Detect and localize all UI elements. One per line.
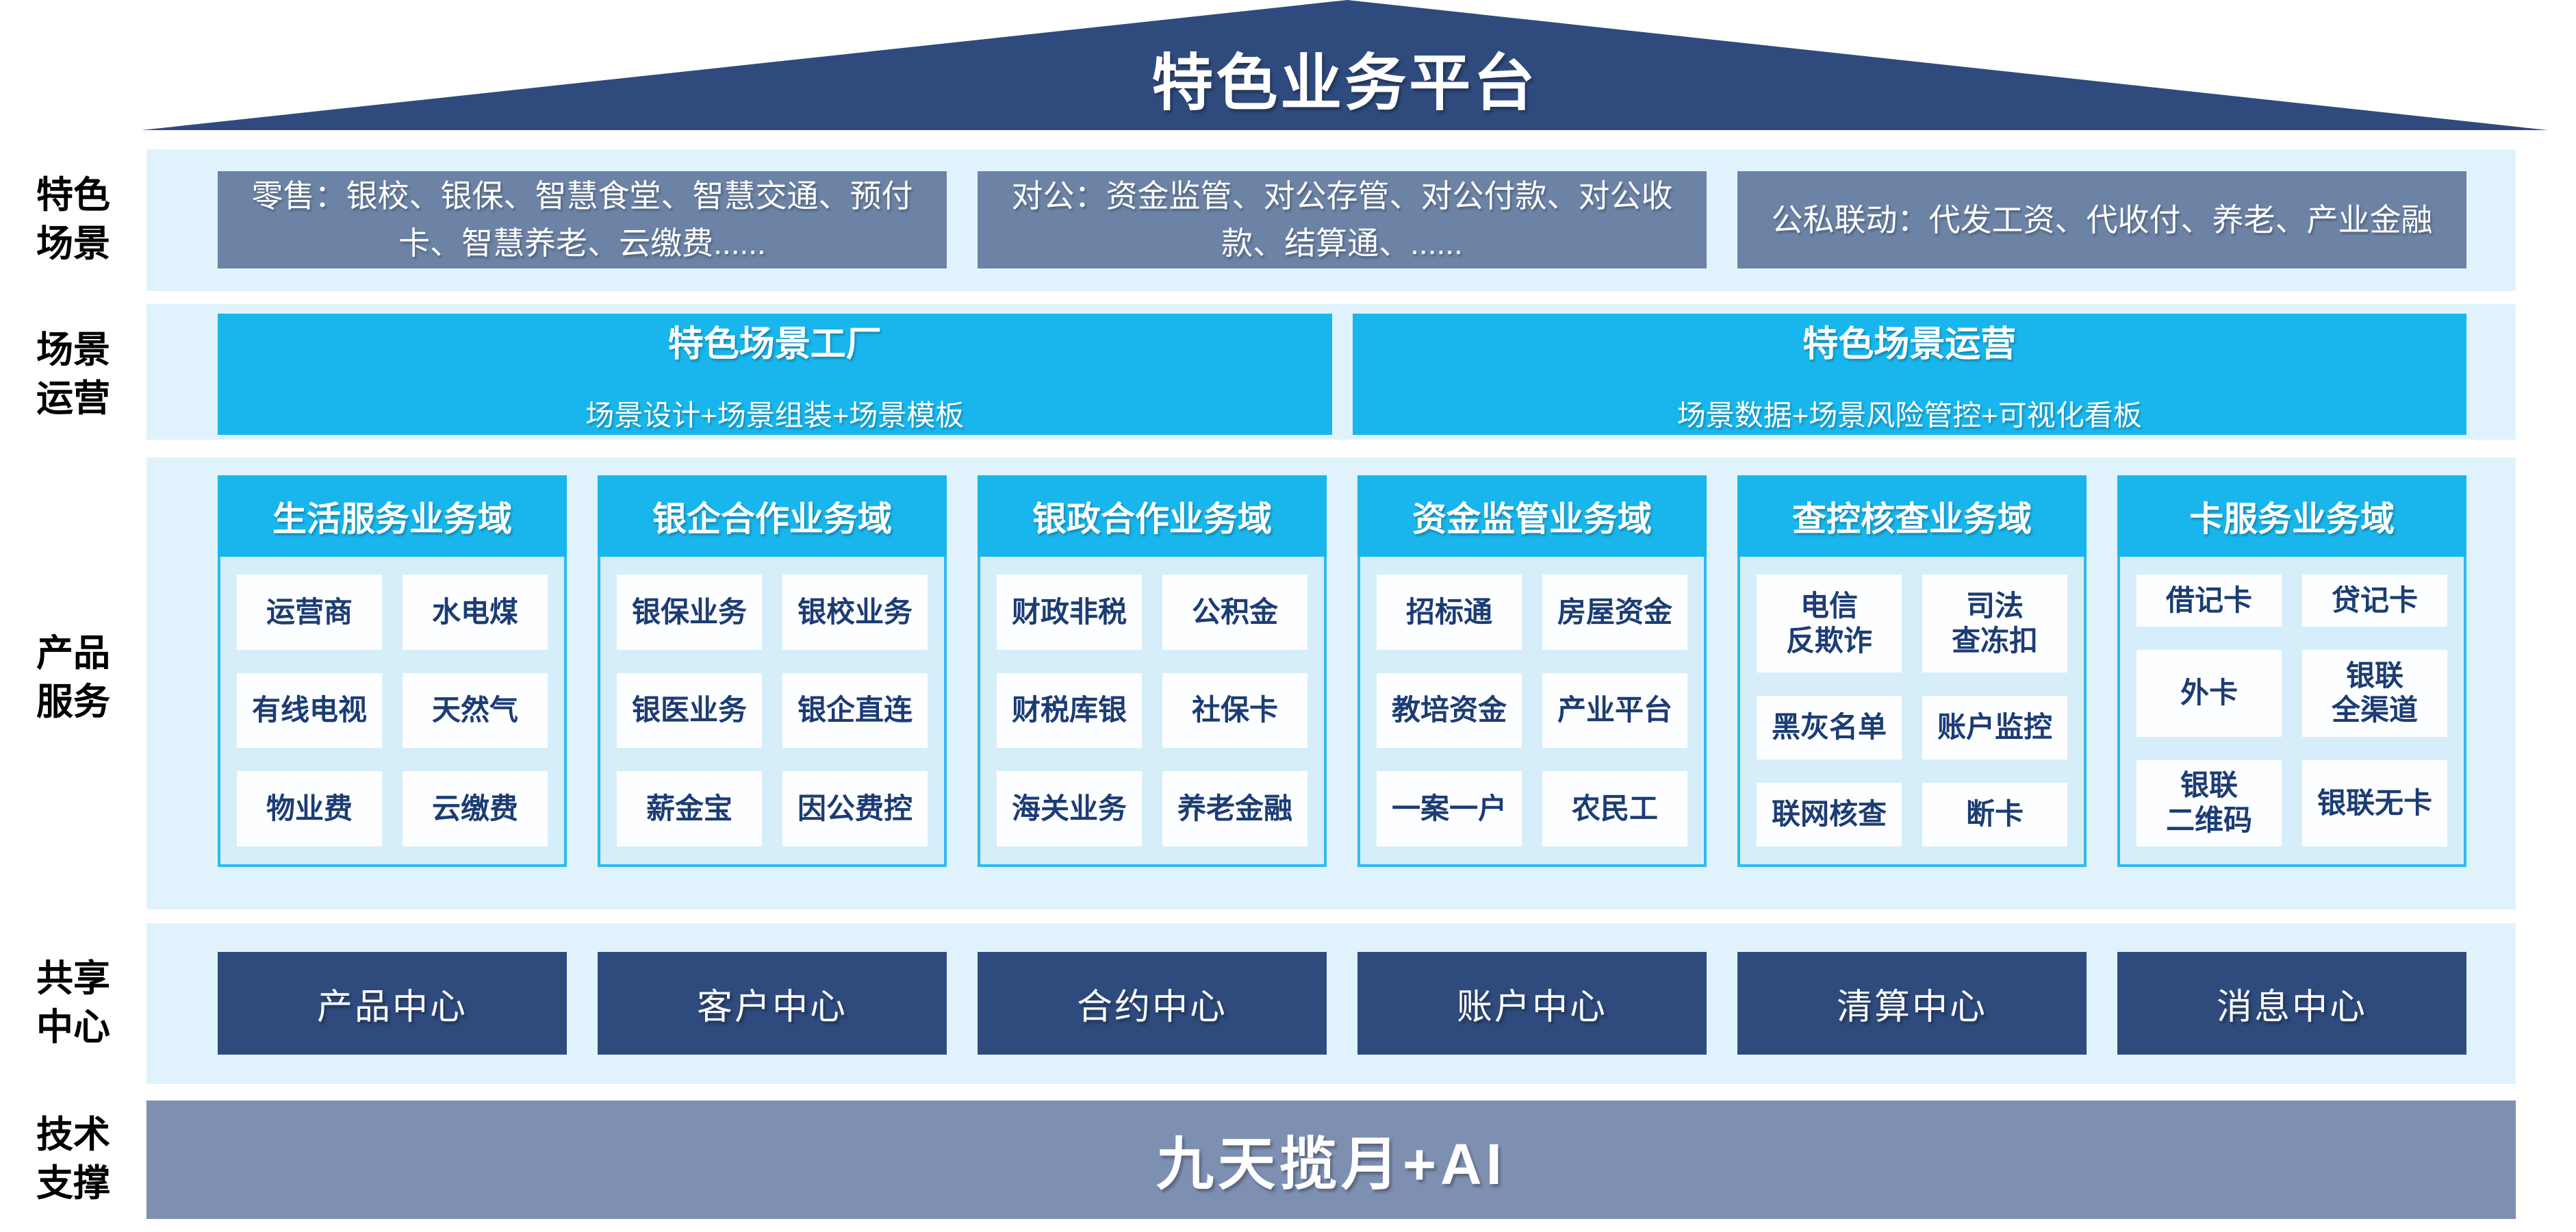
product-cell: 有线电视 (237, 672, 382, 749)
side-label-shared-centers: 共享 中心 (36, 958, 110, 1048)
product-cell: 社保卡 (1162, 672, 1308, 749)
product-cell: 水电煤 (403, 575, 548, 650)
product-column-inquiry-verification: 查控核查业务域 电信 反欺诈 司法 查冻扣 黑灰名单 账户监控 联网核查 断卡 (1737, 475, 2087, 867)
product-column-bank-government: 银政合作业务域 财政非税 公积金 财税库银 社保卡 海关业务 养老金融 (978, 475, 1327, 867)
center-box-message: 消息中心 (2117, 952, 2466, 1055)
product-cell: 因公费控 (782, 771, 928, 846)
product-cell: 联网核查 (1757, 783, 1902, 846)
product-column-body: 招标通 房屋资金 教培资金 产业平台 一案一户 农民工 (1357, 557, 1707, 867)
product-cell: 海关业务 (997, 771, 1142, 846)
product-row: 生活服务业务域 运营商 水电煤 有线电视 天然气 物业费 云缴费 银企合作业务域… (218, 475, 2466, 867)
product-cell: 外卡 (2137, 650, 2282, 737)
product-cell: 财税库银 (997, 672, 1142, 749)
shared-center-band: 产品中心 客户中心 合约中心 账户中心 清算中心 消息中心 (146, 923, 2516, 1084)
product-cell: 司法 查冻扣 (1922, 575, 2067, 673)
product-cell: 电信 反欺诈 (1757, 575, 1902, 673)
product-cell: 银医业务 (617, 672, 762, 749)
shared-center-row: 产品中心 客户中心 合约中心 账户中心 清算中心 消息中心 (218, 952, 2466, 1055)
product-column-life-services: 生活服务业务域 运营商 水电煤 有线电视 天然气 物业费 云缴费 (218, 475, 567, 867)
product-band: 生活服务业务域 运营商 水电煤 有线电视 天然气 物业费 云缴费 银企合作业务域… (146, 457, 2516, 909)
product-cell: 银联 全渠道 (2302, 650, 2447, 737)
scenario-operation-subtitle: 场景数据+场景风险管控+可视化看板 (1676, 399, 2142, 431)
product-column-body: 银保业务 银校业务 银医业务 银企直连 薪金宝 因公费控 (598, 557, 947, 867)
scenario-factory-box: 特色场景工厂 场景设计+场景组装+场景模板 (218, 314, 1332, 435)
scenario-factory-title: 特色场景工厂 (667, 324, 882, 364)
product-column-card-services: 卡服务业务域 借记卡 贷记卡 外卡 银联 全渠道 银联 二维码 银联无卡 (2117, 475, 2466, 867)
product-cell: 物业费 (237, 771, 382, 846)
side-label-scenarios: 特色 场景 (36, 175, 110, 265)
product-cell: 银联 二维码 (2137, 759, 2282, 846)
product-column-body: 借记卡 贷记卡 外卡 银联 全渠道 银联 二维码 银联无卡 (2117, 557, 2466, 867)
product-column-header: 银政合作业务域 (978, 475, 1327, 557)
product-cell: 断卡 (1922, 783, 2067, 846)
product-cell: 产业平台 (1542, 672, 1687, 749)
product-cell: 银保业务 (617, 575, 762, 650)
scenario-box-corporate: 对公：资金监管、对公存管、对公付款、对公收款、结算通、...... (978, 171, 1707, 268)
product-column-body: 运营商 水电煤 有线电视 天然气 物业费 云缴费 (218, 557, 567, 867)
scenario-operation-title: 特色场景运营 (1802, 324, 2017, 364)
product-column-header: 查控核查业务域 (1737, 475, 2087, 557)
product-column-header: 资金监管业务域 (1357, 475, 1707, 557)
scenario-operation-box: 特色场景运营 场景数据+场景风险管控+可视化看板 (1352, 314, 2466, 435)
diagram-title: 特色业务平台 (1151, 49, 1538, 118)
operation-band: 特色场景工厂 场景设计+场景组装+场景模板 特色场景运营 场景数据+场景风险管控… (146, 304, 2516, 440)
product-cell: 招标通 (1377, 575, 1522, 650)
product-column-header: 银企合作业务域 (598, 475, 947, 557)
side-label-products: 产品 服务 (36, 633, 110, 723)
product-cell: 贷记卡 (2302, 575, 2447, 627)
product-cell: 公积金 (1162, 575, 1308, 650)
side-label-technology: 技术 支撑 (36, 1114, 110, 1205)
scenario-band: 零售：银校、银保、智慧食堂、智慧交通、预付卡、智慧养老、云缴费...... 对公… (146, 149, 2516, 291)
product-column-bank-enterprise: 银企合作业务域 银保业务 银校业务 银医业务 银企直连 薪金宝 因公费控 (598, 475, 947, 867)
product-cell: 养老金融 (1162, 771, 1308, 846)
product-column-header: 生活服务业务域 (218, 475, 567, 557)
product-cell: 借记卡 (2137, 575, 2282, 627)
operation-row: 特色场景工厂 场景设计+场景组装+场景模板 特色场景运营 场景数据+场景风险管控… (218, 314, 2466, 435)
product-cell: 运营商 (237, 575, 382, 650)
center-box-product: 产品中心 (218, 952, 567, 1055)
product-cell: 农民工 (1542, 771, 1687, 846)
product-column-body: 电信 反欺诈 司法 查冻扣 黑灰名单 账户监控 联网核查 断卡 (1737, 557, 2087, 867)
scenario-row: 零售：银校、银保、智慧食堂、智慧交通、预付卡、智慧养老、云缴费...... 对公… (218, 171, 2466, 268)
center-box-clearing: 清算中心 (1737, 952, 2087, 1055)
product-cell: 银校业务 (782, 575, 928, 650)
center-box-customer: 客户中心 (598, 952, 947, 1055)
product-cell: 黑灰名单 (1757, 696, 1902, 760)
product-cell: 银企直连 (782, 672, 928, 749)
scenario-box-public-private: 公私联动：代发工资、代收付、养老、产业金融 (1737, 171, 2466, 268)
product-cell: 薪金宝 (617, 771, 762, 846)
product-column-body: 财政非税 公积金 财税库银 社保卡 海关业务 养老金融 (978, 557, 1327, 867)
product-column-fund-supervision: 资金监管业务域 招标通 房屋资金 教培资金 产业平台 一案一户 农民工 (1357, 475, 1707, 867)
product-cell: 银联无卡 (2302, 759, 2447, 846)
tech-support-bar: 九天揽月+AI (146, 1101, 2516, 1219)
product-column-header: 卡服务业务域 (2117, 475, 2466, 557)
product-cell: 教培资金 (1377, 672, 1522, 749)
scenario-factory-subtitle: 场景设计+场景组装+场景模板 (585, 399, 965, 431)
product-cell: 云缴费 (403, 771, 548, 846)
product-cell: 财政非税 (997, 575, 1142, 650)
center-box-account: 账户中心 (1357, 952, 1707, 1055)
product-cell: 房屋资金 (1542, 575, 1687, 650)
product-cell: 天然气 (403, 672, 548, 749)
product-cell: 账户监控 (1922, 696, 2067, 760)
side-label-operations: 场景 运营 (36, 329, 110, 420)
scenario-box-retail: 零售：银校、银保、智慧食堂、智慧交通、预付卡、智慧养老、云缴费...... (218, 171, 947, 268)
center-box-contract: 合约中心 (978, 952, 1327, 1055)
product-cell: 一案一户 (1377, 771, 1522, 846)
